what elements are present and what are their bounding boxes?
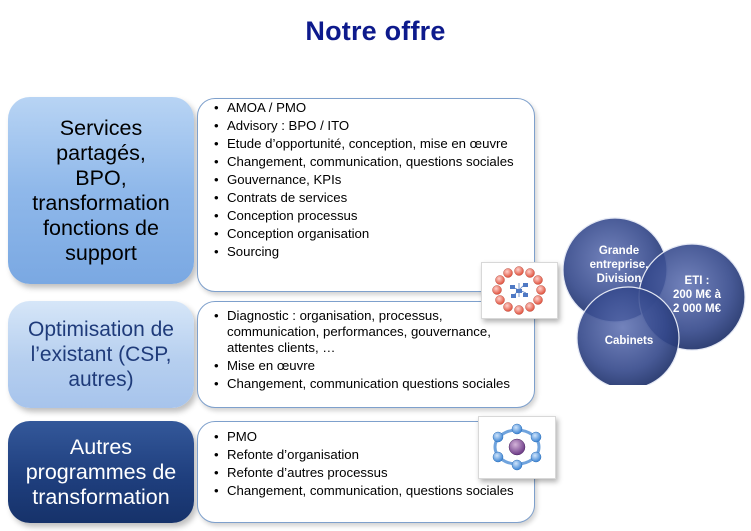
bullet-item: Changement, communication, questions soc… xyxy=(214,154,526,170)
page-title: Notre offre xyxy=(305,16,446,46)
bullet-item: Refonte d’organisation xyxy=(214,447,526,463)
bullet-item: Mise en œuvre xyxy=(214,358,526,374)
category-box-autres-programmes: Autres programmes de transformation xyxy=(8,421,194,523)
bullet-item: AMOA / PMO xyxy=(214,100,526,116)
bullet-item: Sourcing xyxy=(214,244,526,260)
network-ring-icon xyxy=(492,266,546,315)
bullet-item: Gouvernance, KPIs xyxy=(214,172,526,188)
bullet-item: Changement, communication, questions soc… xyxy=(214,483,526,499)
bullet-item: Diagnostic : organisation, processus, co… xyxy=(214,308,526,356)
network-ring-thumbnail xyxy=(481,262,558,319)
venn-label-cabinets: Cabinets xyxy=(604,335,654,347)
venn-label-eti: ETI : 200 M€ à 2 000 M€ xyxy=(673,275,721,315)
bullet-item: Etude d’opportunité, conception, mise en… xyxy=(214,136,526,152)
category-label: Services partagés, BPO, transformation f… xyxy=(32,115,170,265)
category-box-services-partages: Services partagés, BPO, transformation f… xyxy=(8,97,194,284)
category-box-optimisation: Optimisation de l’existant (CSP, autres) xyxy=(8,301,194,408)
venn-label-grande-entreprise: Grande entreprise, Division xyxy=(589,245,649,285)
category-label: Autres programmes de transformation xyxy=(25,434,177,509)
cycle-icon xyxy=(492,423,542,471)
category-label: Optimisation de l’existant (CSP, autres) xyxy=(28,318,174,391)
venn-diagram: Grande entreprise, Division ETI : 200 M€… xyxy=(555,210,751,390)
venn-circles xyxy=(562,217,746,390)
bullet-panel-optimisation: Diagnostic : organisation, processus, co… xyxy=(197,301,535,408)
bullet-item: Changement, communication questions soci… xyxy=(214,376,526,392)
bullet-item: Contrats de services xyxy=(214,190,526,206)
bullet-item: Conception processus xyxy=(214,208,526,224)
bullet-item: Refonte d’autres processus xyxy=(214,465,526,481)
bullet-item: Advisory : BPO / ITO xyxy=(214,118,526,134)
bullet-panel-services-partages: AMOA / PMO Advisory : BPO / ITO Etude d’… xyxy=(197,98,535,292)
bullet-item: PMO xyxy=(214,429,526,445)
bullet-item: Conception organisation xyxy=(214,226,526,242)
cycle-thumbnail xyxy=(478,416,556,479)
